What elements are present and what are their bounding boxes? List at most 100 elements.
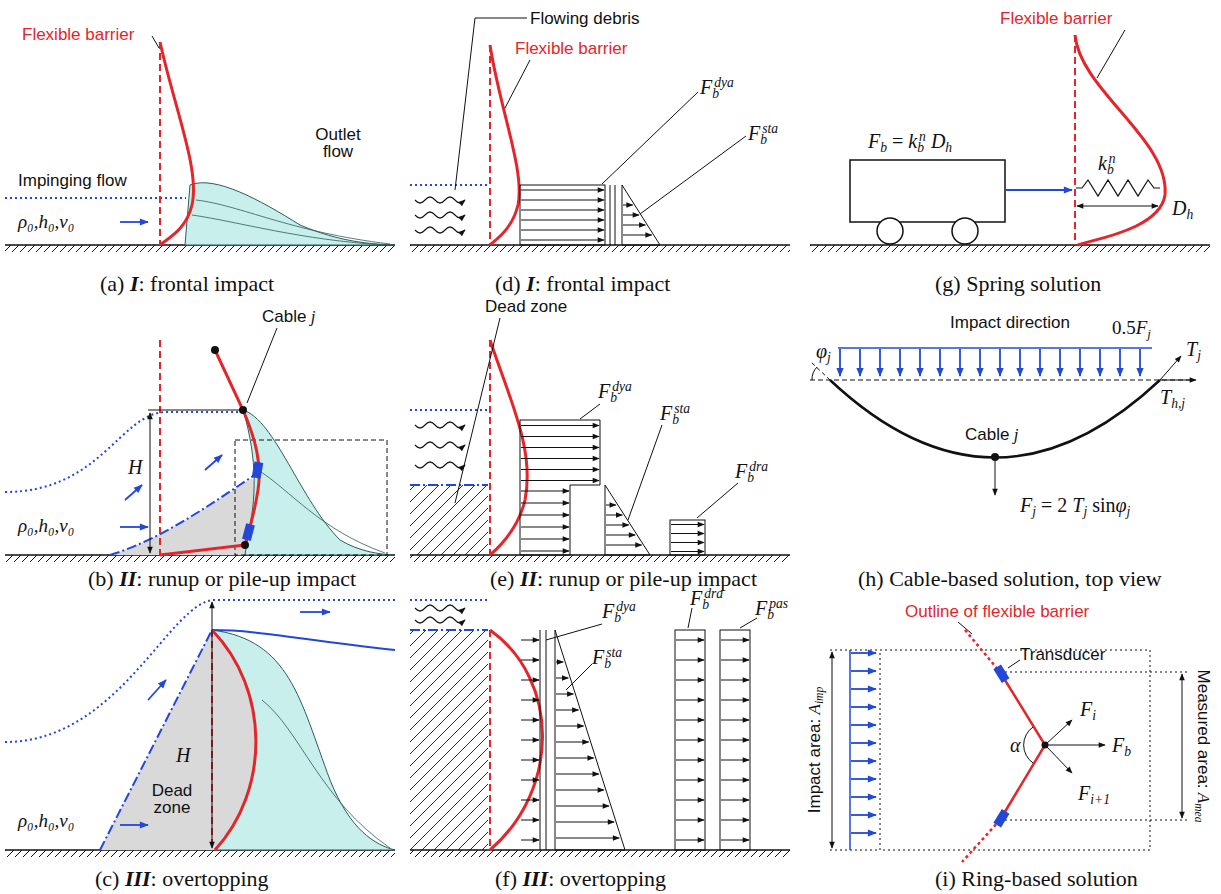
figure-stroke — [1024, 727, 1033, 763]
force-arrow — [623, 215, 639, 216]
figure-stroke — [410, 629, 488, 631]
figure-stroke — [148, 410, 243, 411]
label-text: F — [598, 380, 610, 402]
figure-stroke — [580, 404, 600, 419]
force-arrow — [521, 660, 539, 661]
figure-stroke — [212, 630, 395, 650]
figure-stroke — [965, 630, 1000, 672]
figure-stroke — [1075, 35, 1165, 245]
flow-arrow — [125, 485, 142, 500]
force-arrow — [521, 800, 539, 801]
force-arrow — [676, 740, 704, 741]
force-arrow — [721, 700, 749, 701]
label-text: : overtopping — [151, 866, 269, 891]
flow-arrow — [879, 349, 881, 376]
label-text: F — [660, 402, 672, 424]
label-text: b — [1124, 744, 1131, 759]
label-text: F — [748, 122, 760, 144]
label-text: dra — [749, 459, 768, 474]
flow-arrow — [851, 724, 876, 726]
figure-stroke — [5, 600, 395, 742]
label-group: φj — [816, 341, 831, 361]
label-text: sin — [1092, 494, 1115, 516]
figure-stroke — [830, 650, 880, 651]
figure-stroke — [185, 183, 395, 245]
flow-arrow — [899, 349, 901, 376]
label-text: T — [1186, 338, 1197, 360]
force-arrow — [556, 710, 578, 711]
label-group: Fbdya — [602, 601, 636, 621]
force-arrow — [521, 200, 604, 201]
label-text: j — [1083, 504, 1087, 519]
force-arrow — [671, 524, 704, 525]
label-text: Impact area: — [805, 719, 824, 814]
figure-stroke — [455, 318, 500, 503]
figure-stroke — [622, 185, 660, 245]
label-text: II — [119, 566, 136, 591]
force-arrow — [606, 515, 622, 516]
label-text: F — [1136, 317, 1148, 338]
force-arrow — [521, 760, 539, 761]
force-arrow — [676, 700, 704, 701]
label-text: Transducer — [1020, 645, 1105, 664]
figure-stroke — [555, 630, 625, 850]
debris-flow-arrow — [415, 227, 465, 233]
label-group: 0.5Fj — [1112, 318, 1151, 337]
force-arrow — [556, 758, 594, 759]
label-text: n — [919, 129, 926, 144]
figure-stroke — [410, 245, 790, 252]
figure-stroke — [962, 820, 1000, 862]
force-arrow — [556, 806, 609, 807]
label-group: H — [128, 457, 142, 477]
flow-arrow — [919, 349, 921, 376]
label-group: Dh — [1172, 198, 1193, 218]
label-text: H — [128, 456, 142, 478]
force-arrow — [521, 640, 539, 641]
label-group: Impact area:Aimp — [806, 687, 823, 813]
label-group: Fbdya — [700, 77, 734, 97]
figure-stroke — [605, 485, 650, 555]
label-group: Cablej — [965, 426, 1018, 443]
label-group: Flexible barrier — [22, 26, 134, 43]
label-group: Fi — [1080, 699, 1096, 719]
label-text: h,j — [1171, 396, 1185, 411]
dimension-arrow — [1077, 206, 1158, 207]
label-group: Fbdra — [690, 588, 723, 608]
figure-stroke — [196, 200, 390, 244]
label-text: sta — [606, 645, 622, 660]
flow-arrow — [1079, 349, 1081, 376]
figure-stroke — [520, 420, 600, 555]
force-arrow — [521, 425, 599, 426]
flow-arrow — [851, 814, 876, 816]
force-arrow — [606, 545, 642, 546]
label-text: F — [735, 460, 747, 482]
figure-stroke — [812, 367, 817, 380]
label-group: ρ₀,h₀,v₀ — [18, 811, 74, 830]
label-text: III — [125, 866, 151, 891]
label-group: Fi+1 — [1078, 783, 1110, 803]
label-text: dra — [704, 586, 723, 601]
flow-arrow — [851, 832, 876, 834]
force-arrow — [521, 527, 569, 528]
force-arrow — [676, 680, 704, 681]
figure-stroke — [1076, 180, 1160, 196]
force-arrow — [521, 491, 569, 492]
figure-stroke — [410, 555, 790, 562]
label-group: Fj= 2Tjsinφj — [1020, 495, 1130, 515]
label-text: k — [1098, 152, 1107, 174]
figure-stroke — [247, 328, 277, 403]
force-arrow — [521, 820, 539, 821]
force-arrow — [556, 838, 619, 839]
figure-stroke — [192, 215, 385, 245]
label-text: T — [1072, 494, 1083, 516]
force-arrow — [721, 680, 749, 681]
force-arrow — [521, 230, 604, 231]
figure-stroke — [110, 470, 262, 555]
force-arrow — [521, 551, 569, 552]
figure-stroke — [958, 622, 972, 634]
label-group: (a)I: frontal impact — [100, 273, 274, 295]
force-arrow — [521, 190, 604, 191]
flow-arrow — [851, 796, 876, 798]
flow-arrow — [859, 349, 861, 376]
figure-stroke — [410, 485, 488, 555]
